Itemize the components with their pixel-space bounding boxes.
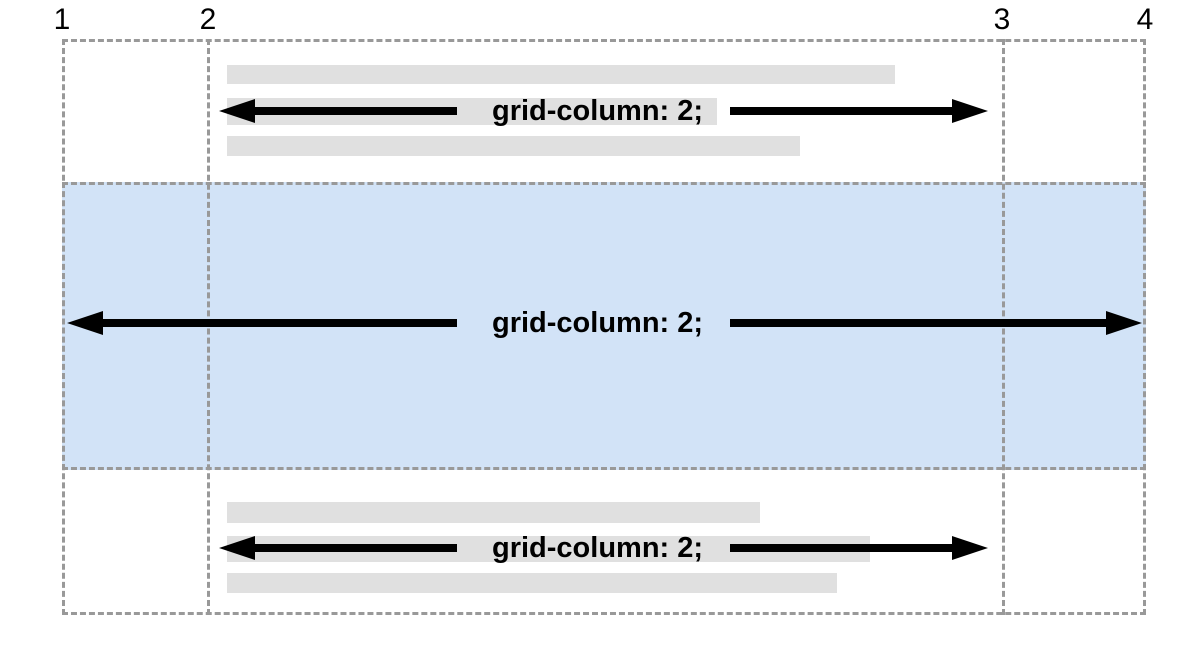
arrow-left-head-icon [219,536,255,560]
arrow-shaft [101,319,457,327]
text-skeleton-bar [227,573,837,593]
grid-column-label: grid-column: 2; [492,307,704,339]
grid-column-label: grid-column: 2; [492,532,704,564]
text-skeleton-bar [227,65,895,84]
grid-line-number-1: 1 [53,3,71,36]
grid-line-number-4: 4 [1136,3,1154,36]
arrow-shaft [730,544,952,552]
grid-column-line-2 [207,39,210,615]
arrow-shaft [252,107,457,115]
text-skeleton-bar [227,136,800,156]
grid-column-label: grid-column: 2; [492,95,704,127]
arrow-left-head-icon [219,99,255,123]
arrow-right-head-icon [952,536,988,560]
arrow-left-head-icon [67,311,103,335]
text-skeleton-bar [227,502,760,523]
arrow-shaft [730,107,952,115]
grid-line-number-3: 3 [993,3,1011,36]
arrow-right-head-icon [952,99,988,123]
arrow-shaft [252,544,457,552]
arrow-right-head-icon [1106,311,1142,335]
grid-line-number-2: 2 [199,3,217,36]
grid-column-line-3 [1002,39,1005,615]
arrow-shaft [730,319,1108,327]
